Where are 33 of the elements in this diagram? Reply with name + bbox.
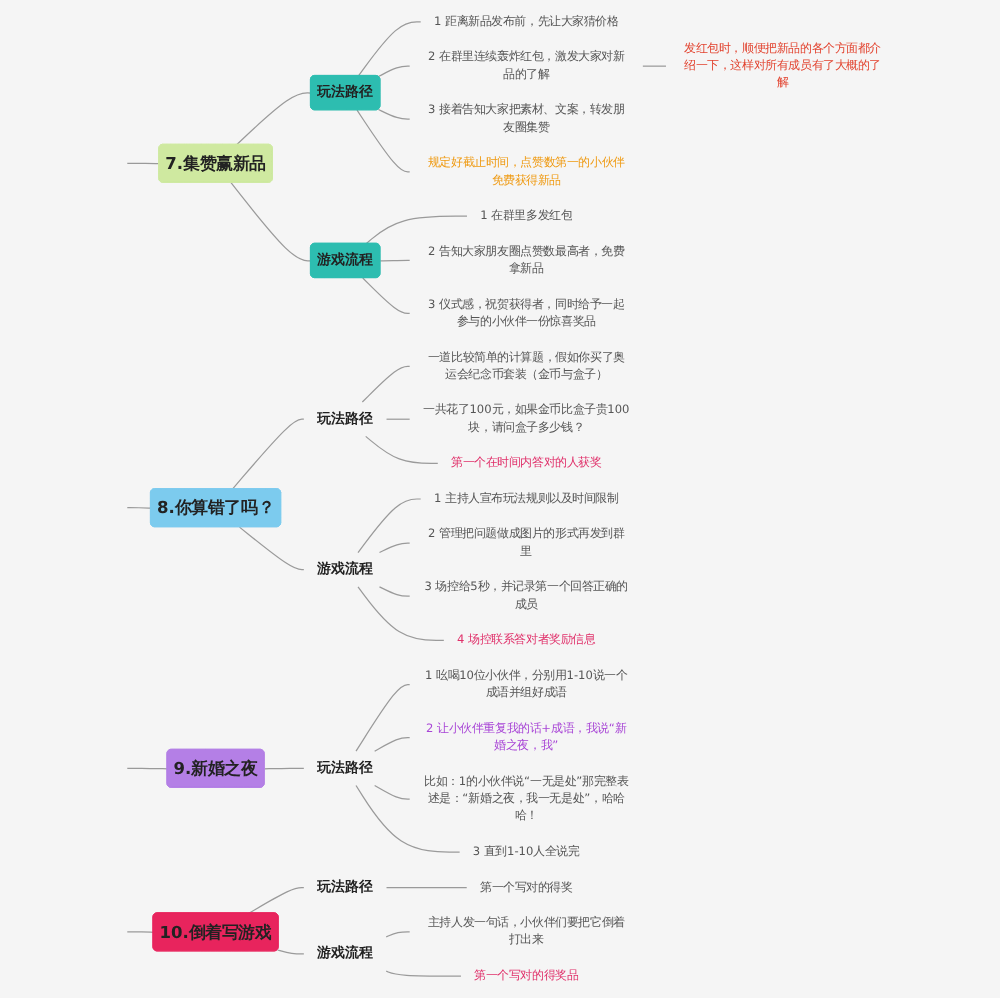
connector: [362, 277, 411, 314]
connector: [379, 259, 411, 262]
connector: [374, 736, 411, 752]
connector: [230, 182, 312, 262]
connector: [126, 162, 160, 165]
connector: [385, 887, 468, 889]
connector: [126, 767, 168, 770]
connector: [642, 65, 667, 67]
connector: [378, 586, 411, 597]
connector: [374, 784, 411, 800]
connector: [236, 92, 312, 146]
connector: [378, 542, 411, 554]
connector: [357, 586, 445, 641]
connector: [357, 498, 422, 554]
connector: [365, 435, 439, 465]
connector: [126, 507, 152, 509]
connector: [361, 365, 411, 403]
connector: [355, 784, 461, 853]
connector: [355, 684, 411, 752]
connector: [126, 931, 154, 933]
connector: [377, 65, 411, 78]
connector: [248, 887, 305, 914]
connector: [263, 767, 305, 770]
connector: [385, 931, 411, 938]
connector: [356, 109, 411, 173]
connector: [385, 418, 411, 420]
connector: [357, 21, 422, 77]
connector: [276, 949, 305, 955]
connector: [385, 970, 462, 977]
connector: [238, 526, 305, 571]
connector: [231, 418, 305, 490]
connector: [365, 215, 468, 245]
connector: [377, 108, 411, 120]
